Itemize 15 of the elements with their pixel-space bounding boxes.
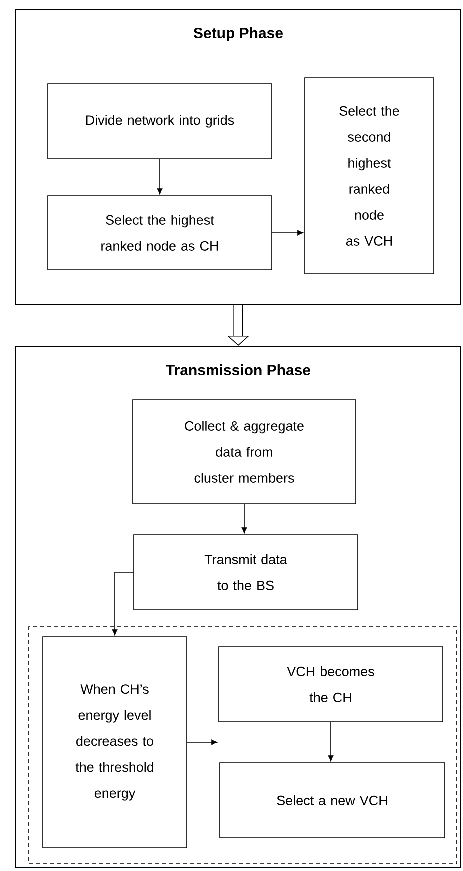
process-box: Select the second highest ranked node as VCH bbox=[304, 78, 434, 274]
process-box: Select a new VCH bbox=[220, 762, 446, 838]
group-box bbox=[28, 626, 458, 864]
process-box: When CH’s energy level decreases to the threshold energy bbox=[42, 636, 188, 848]
arrow bbox=[328, 722, 334, 762]
arrow bbox=[112, 572, 134, 636]
arrow bbox=[187, 740, 218, 746]
process-box: VCH becomes the CH bbox=[218, 646, 444, 722]
arrow bbox=[272, 230, 304, 236]
arrow bbox=[242, 504, 248, 534]
arrow bbox=[157, 159, 163, 195]
process-box: Transmit data to the BS bbox=[134, 534, 358, 610]
process-box: Select the highest ranked node as CH bbox=[48, 196, 272, 270]
process-box: Collect & aggregate data from cluster members bbox=[132, 400, 356, 504]
process-box: Divide network into grids bbox=[48, 84, 272, 160]
